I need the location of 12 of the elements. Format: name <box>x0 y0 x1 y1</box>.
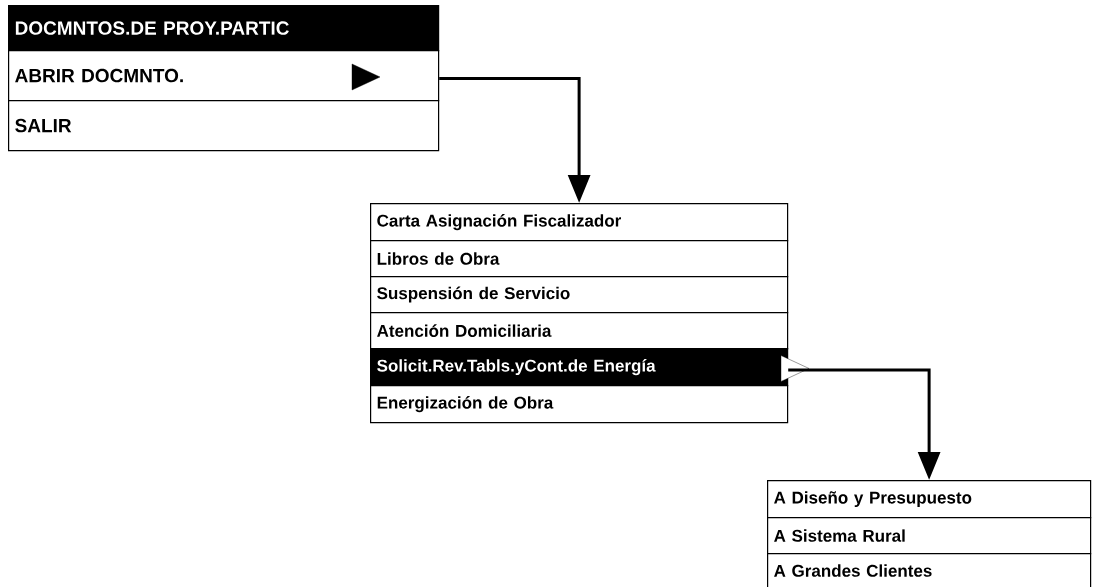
menu-item: Libros de Obra <box>370 240 789 278</box>
menu-item: Carta Asignación Fiscalizador <box>370 203 789 242</box>
menu-item: SALIR <box>8 100 440 152</box>
menu-item: A Diseño y Presupuesto <box>767 480 1092 519</box>
menu-header: DOCMNTOS.DE PROY.PARTIC <box>8 5 440 52</box>
menu-item: A Grandes Clientes <box>767 553 1092 587</box>
menu-item: A Sistema Rural <box>767 517 1092 555</box>
menu-item: Suspensión de Servicio <box>370 276 789 314</box>
menu-item: Energización de Obra <box>370 385 789 424</box>
menu-item: ABRIR DOCMNTO. <box>8 50 440 102</box>
menu-item: Solicit.Rev.Tabls.yCont.de Energía <box>370 348 789 387</box>
menu-item: Atención Domiciliaria <box>370 312 789 350</box>
